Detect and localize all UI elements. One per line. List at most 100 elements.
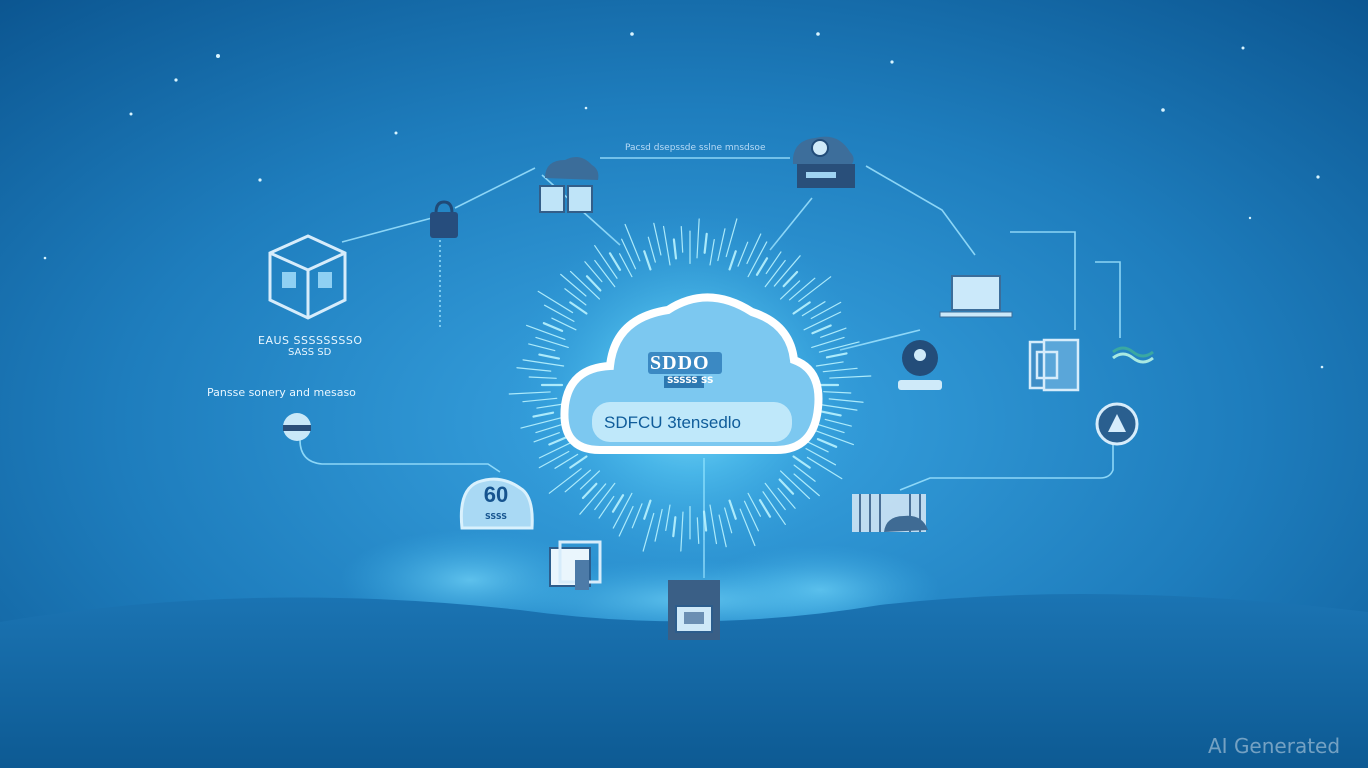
left-label-2: SASS SD (288, 347, 332, 358)
glow-ray (642, 512, 655, 552)
glow-ray (528, 343, 556, 352)
glow-ray (820, 327, 847, 338)
glow-ray (728, 250, 737, 271)
ai-generated-watermark: AI Generated (1208, 734, 1341, 758)
glow-ray (654, 508, 663, 542)
robot-icon (898, 340, 942, 390)
left-label-3: Pansse sonery and mesaso (207, 386, 356, 399)
glow-ray (746, 233, 762, 265)
glow-ray (792, 301, 811, 315)
glow-ray (696, 218, 700, 259)
glow-ray (823, 391, 852, 394)
glow-ray (542, 322, 564, 333)
monitor-cloud-icon (793, 136, 855, 188)
glow-ray (773, 255, 801, 287)
glow-ray (672, 238, 678, 260)
glow-ray (680, 225, 684, 253)
cloud-label-box (648, 352, 722, 374)
glow-ray (811, 336, 845, 349)
glow-ray (631, 503, 643, 529)
glow-ray (801, 301, 826, 317)
glow-ray (793, 464, 816, 482)
glow-ray (739, 508, 756, 547)
glow-ray (728, 499, 737, 520)
glow-ray (647, 236, 656, 263)
glow-ray (548, 468, 582, 494)
glow-ray (816, 437, 838, 448)
glow-ray (709, 504, 718, 545)
glow-ray (778, 478, 795, 495)
glow-ray (747, 241, 768, 278)
glow-ray (779, 280, 801, 300)
glow-ray (538, 450, 570, 469)
glow-ray (665, 504, 671, 532)
glow-ray (702, 510, 708, 532)
glow-ray (569, 455, 588, 469)
glow-ray (819, 410, 842, 417)
glow-ray (612, 492, 633, 529)
header-caption: Pacsd dsepssde sslne mnsdsoe (625, 143, 766, 153)
glow-ray (788, 277, 816, 301)
glow-ray (825, 352, 848, 359)
glow-ray (764, 259, 786, 288)
glow-ray (560, 273, 587, 297)
glow-ray (611, 494, 625, 513)
glow-ray (810, 301, 842, 320)
glow-ray (824, 418, 852, 427)
cloud-sub-label: SSSSS SS (667, 376, 714, 386)
glow-ray (743, 500, 759, 532)
cube-icon (268, 234, 347, 320)
glow-ray (643, 250, 652, 271)
glow-ray (814, 430, 854, 446)
storage-icon (668, 580, 720, 640)
glow-ray (703, 232, 708, 254)
folder-icon (549, 540, 602, 590)
glow-ray (564, 469, 592, 493)
glow-ray (718, 514, 727, 548)
glow-ray (793, 473, 820, 497)
glow-ray (569, 301, 588, 315)
glow-ray (624, 223, 641, 262)
glow-ray (662, 225, 671, 266)
glow-ray (696, 517, 700, 545)
cloud-text-pill (592, 402, 792, 442)
glow-ray (758, 499, 772, 518)
glow-ray (528, 376, 557, 379)
data-center-icon (852, 494, 928, 532)
glow-ray (579, 470, 601, 490)
glow-ray (584, 261, 603, 283)
glow-ray (522, 397, 558, 403)
glow-ray (777, 487, 796, 509)
glow-ray (762, 491, 786, 526)
cloud-label-strip (664, 376, 704, 388)
documents-icon (1028, 338, 1080, 392)
glow-ray (536, 403, 565, 409)
glow-ray (803, 311, 842, 331)
glow-ray (747, 492, 761, 517)
glow-ray (829, 375, 872, 379)
cloud-main-label: SDFCU 3tensedlo (604, 413, 742, 432)
glow-ray (822, 367, 858, 373)
glow-ray (765, 251, 782, 275)
glow-ray (608, 252, 622, 271)
glow-ray (828, 398, 864, 403)
glow-ray (537, 290, 574, 314)
glow-ray (764, 482, 786, 511)
globe-icon (283, 413, 311, 441)
badge-number: 60 (483, 482, 509, 507)
glow-ray (737, 241, 749, 267)
glow-ray (643, 499, 652, 520)
glow-ray (526, 324, 566, 340)
glow-ray (653, 222, 662, 256)
glow-ray (792, 455, 811, 469)
glow-ray (535, 336, 569, 349)
glow-ray (815, 403, 858, 411)
glow-ray (508, 391, 551, 395)
badge-sub-label: SSSS (485, 512, 507, 521)
glow-ray (554, 453, 579, 469)
lock-icon (430, 200, 458, 238)
glow-ray (569, 270, 601, 300)
glow-ray (594, 482, 616, 511)
